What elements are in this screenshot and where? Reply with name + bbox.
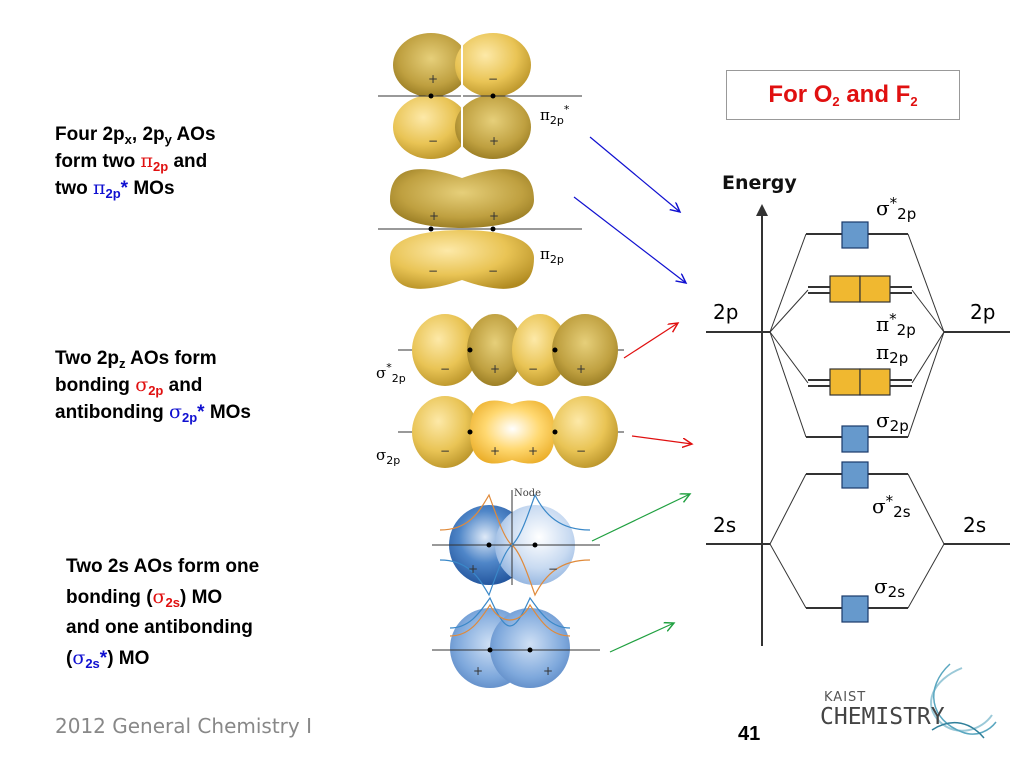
sigma2s-star-box bbox=[841, 461, 869, 489]
title-prefix: For O bbox=[768, 81, 833, 108]
pi-description: Four 2px, 2py AOs form two π2p and two π… bbox=[55, 122, 216, 202]
sign-minus: − bbox=[440, 444, 451, 458]
left-2p-label: 2p bbox=[713, 300, 739, 324]
sign-minus: − bbox=[528, 362, 539, 376]
pi-desc-line3: two π2p* MOs bbox=[55, 177, 175, 201]
logo-chemistry-text: CHEMISTRY bbox=[820, 704, 945, 730]
pi2p-star-box-2 bbox=[859, 275, 891, 303]
sign-minus: − bbox=[428, 134, 439, 148]
pi-desc-line1: Four 2px, 2py AOs bbox=[55, 124, 216, 147]
pi-star-arrow bbox=[589, 136, 680, 212]
right-2p-label: 2p bbox=[970, 300, 996, 324]
sigma2s-desc-line1: Two 2s AOs form one bbox=[66, 556, 260, 577]
sigma2p-star-box bbox=[841, 221, 869, 249]
title-box: For O2 and F2 bbox=[726, 70, 960, 120]
pi2p-box-2 bbox=[859, 368, 891, 396]
sign-minus: − bbox=[440, 362, 451, 376]
sigma2s-mo-label: σ2s bbox=[874, 574, 906, 601]
sign-plus: + bbox=[489, 209, 500, 223]
sigma2p-star-mo-label: σ*2p bbox=[876, 194, 917, 223]
sigma2p-orbital bbox=[398, 396, 624, 468]
sigma2s-desc-line2: bonding (σ2s) MO bbox=[66, 586, 223, 610]
left-2s-label: 2s bbox=[713, 513, 737, 537]
title-sub-1: 2 bbox=[832, 94, 840, 109]
sigma2p-star-arrow bbox=[623, 323, 678, 359]
sigma2s-desc-line4: (σ2s*) MO bbox=[66, 647, 150, 671]
footer-course-title: 2012 General Chemistry I bbox=[55, 714, 312, 738]
pi2p-star-orbital bbox=[378, 33, 582, 159]
pi-desc-line2: form two π2p and bbox=[55, 150, 208, 174]
sign-plus: + bbox=[543, 664, 554, 678]
sigma2p-desc-line1: Two 2pz AOs form bbox=[55, 348, 217, 371]
pi2p-box-1 bbox=[829, 368, 861, 396]
right-2s-label: 2s bbox=[963, 513, 987, 537]
sigma2p-arrow bbox=[631, 435, 692, 444]
sigma2p-box bbox=[841, 425, 869, 453]
sign-plus: + bbox=[473, 664, 484, 678]
pi2p-star-picture-label: π2p* bbox=[540, 103, 570, 127]
sign-minus: − bbox=[488, 264, 499, 278]
sign-plus: + bbox=[468, 562, 479, 576]
sign-plus: + bbox=[428, 72, 439, 86]
pi-arrow bbox=[573, 196, 686, 283]
kaist-chemistry-logo: KAIST CHEMISTRY bbox=[812, 660, 1002, 750]
title-sub-2: 2 bbox=[910, 94, 918, 109]
node-label: Node bbox=[514, 488, 542, 499]
sign-plus: + bbox=[490, 444, 501, 458]
sign-plus: + bbox=[489, 134, 500, 148]
sigma2s-star-mo-label: σ*2s bbox=[872, 492, 911, 521]
pi2p-star-box-1 bbox=[829, 275, 861, 303]
sigma2p-mo-label: σ2p bbox=[876, 408, 909, 435]
logo-swirl-icon bbox=[930, 663, 997, 739]
sign-plus: + bbox=[576, 362, 587, 376]
logo-kaist-text: KAIST bbox=[824, 690, 867, 705]
sign-plus: + bbox=[528, 444, 539, 458]
pi2p-orbital bbox=[378, 169, 582, 289]
sigma2s-box bbox=[841, 595, 869, 623]
sigma2p-desc-line3: antibonding σ2p* MOs bbox=[55, 401, 251, 425]
sigma2p-description: Two 2pz AOs form bonding σ2p and antibon… bbox=[55, 346, 251, 426]
sign-minus: − bbox=[576, 444, 587, 458]
sigma2s-arrow bbox=[609, 623, 674, 653]
sigma2p-picture-label: σ2p bbox=[376, 446, 401, 467]
sigma2s-star-orbital bbox=[432, 490, 600, 597]
pi2p-mo-label: π2p bbox=[876, 340, 909, 367]
sign-minus: − bbox=[428, 264, 439, 278]
pi2p-picture-label: π2p bbox=[540, 245, 564, 266]
sigma2p-star-orbital bbox=[398, 314, 624, 386]
sign-minus: − bbox=[548, 562, 559, 576]
sign-plus: + bbox=[429, 209, 440, 223]
sigma2s-description: Two 2s AOs form one bonding (σ2s) MO and… bbox=[66, 552, 259, 674]
title-mid: and F bbox=[839, 81, 911, 108]
pi2p-star-mo-label: π*2p bbox=[876, 310, 916, 339]
sigma2p-star-picture-label: σ*2p bbox=[376, 361, 406, 385]
energy-axis-arrowhead bbox=[756, 204, 768, 216]
sigma2s-desc-line3: and one antibonding bbox=[66, 617, 253, 638]
energy-axis-label: Energy bbox=[722, 172, 797, 194]
sigma2s-star-arrow bbox=[591, 494, 690, 542]
sigma2p-desc-line2: bonding σ2p and bbox=[55, 374, 203, 398]
page-number: 41 bbox=[738, 723, 761, 745]
mo-boxes bbox=[829, 221, 891, 623]
sign-plus: + bbox=[490, 362, 501, 376]
sign-minus: − bbox=[488, 72, 499, 86]
sigma2s-orbital bbox=[432, 596, 600, 688]
